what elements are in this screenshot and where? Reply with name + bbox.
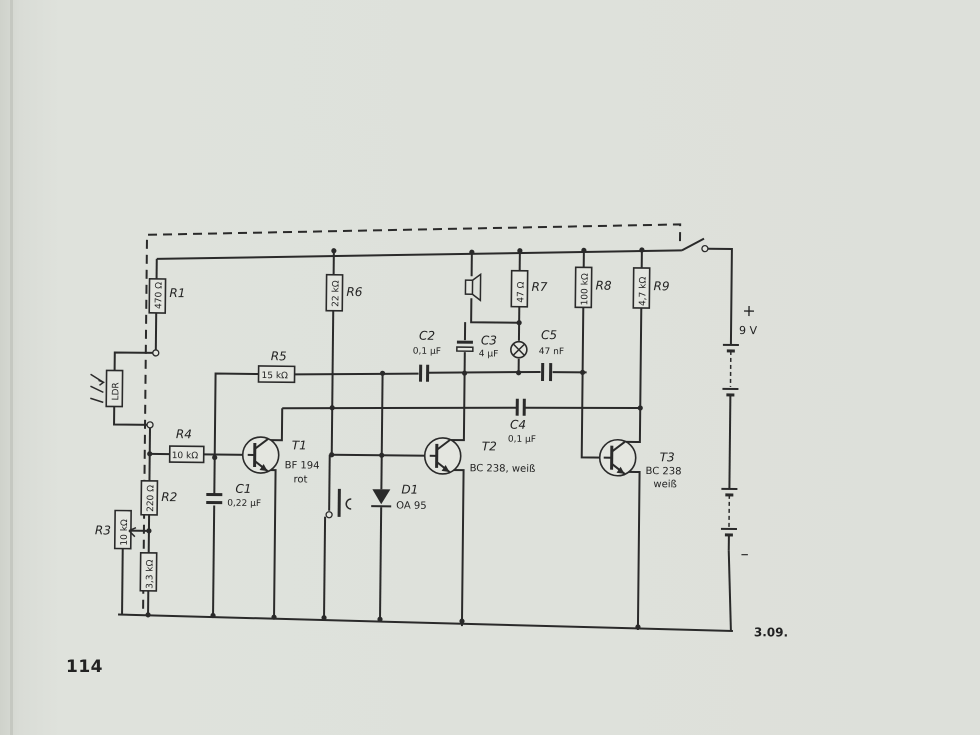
capacitor-C1: C1 0,22 µF bbox=[206, 482, 261, 509]
D1-label: D1 bbox=[401, 482, 418, 496]
transistor-T2: T2 BC 238, weiß bbox=[423, 437, 536, 475]
page-edge bbox=[10, 0, 13, 735]
junction-dots bbox=[145, 245, 709, 630]
R9-value: 4,7 kΩ bbox=[638, 277, 648, 306]
R3-value: 10 kΩ bbox=[120, 519, 130, 546]
R5-label: R5 bbox=[271, 349, 287, 363]
R2-label: R2 bbox=[161, 490, 177, 504]
diode-D1: D1 OA 95 bbox=[371, 482, 427, 512]
touch-contact-icon bbox=[337, 488, 352, 517]
figure-number: 3.09. bbox=[754, 625, 788, 639]
T3-type: BC 238 bbox=[646, 466, 682, 477]
lamp-icon bbox=[510, 340, 528, 359]
T1-label: T1 bbox=[292, 438, 307, 452]
R3-label: R3 bbox=[95, 523, 111, 537]
T2-label: T2 bbox=[482, 439, 497, 453]
R7-value: 47 Ω bbox=[516, 281, 526, 302]
R8-label: R8 bbox=[595, 279, 611, 293]
ldr: LDR bbox=[90, 369, 124, 408]
resistor-R2: 220 Ω R2 bbox=[140, 479, 177, 516]
T1-note: rot bbox=[293, 474, 307, 485]
R9-label: R9 bbox=[653, 279, 669, 293]
transistor-T1: T1 BF 194 rot bbox=[241, 436, 320, 486]
C2-label: C2 bbox=[419, 329, 435, 343]
battery-minus: – bbox=[741, 544, 749, 563]
battery: + 9 V – bbox=[720, 301, 758, 563]
R1-value: 470 Ω bbox=[154, 282, 164, 309]
T1-type: BF 194 bbox=[285, 460, 320, 471]
C5-value: 47 nF bbox=[539, 347, 564, 357]
C2-value: 0,1 µF bbox=[413, 347, 441, 357]
T3-label: T3 bbox=[660, 450, 675, 464]
capacitor-C3: C3 4 µF bbox=[456, 333, 499, 360]
transistor-T3: T3 BC 238 weiß bbox=[598, 438, 682, 490]
R2-value: 220 Ω bbox=[146, 485, 156, 512]
T3-note: weiß bbox=[653, 479, 677, 490]
capacitor-C4: C4 0,1 µF bbox=[508, 398, 536, 445]
C3-label: C3 bbox=[481, 333, 497, 347]
C4-value: 0,1 µF bbox=[508, 435, 536, 445]
page-number: 114 bbox=[66, 657, 103, 677]
R4-value: 10 kΩ bbox=[172, 451, 199, 461]
C4-label: C4 bbox=[510, 418, 526, 432]
R5-value: 15 kΩ bbox=[262, 371, 289, 381]
LDR-value: LDR bbox=[111, 382, 121, 400]
R7-label: R7 bbox=[531, 280, 547, 294]
resistor-R9: 4,7 kΩ R9 bbox=[632, 267, 670, 309]
R4-label: R4 bbox=[176, 427, 192, 441]
resistor-R6: 22 kΩ R6 bbox=[325, 273, 363, 312]
resistor-R7: 47 Ω R7 bbox=[510, 269, 548, 308]
battery-voltage: 9 V bbox=[739, 324, 758, 337]
resistor-R1: 470 Ω R1 bbox=[148, 278, 185, 314]
C5-label: C5 bbox=[541, 328, 557, 342]
wiring bbox=[113, 223, 733, 632]
C1-label: C1 bbox=[235, 482, 251, 496]
C1-value: 0,22 µF bbox=[227, 499, 261, 509]
R3b-value: 3,3 kΩ bbox=[145, 559, 155, 588]
potentiometer-R3: 10 kΩ R3 bbox=[95, 509, 137, 550]
resistor-R4: 10 kΩ R4 bbox=[168, 427, 205, 464]
speaker-icon bbox=[464, 272, 482, 302]
capacitor-C5: C5 47 nF bbox=[539, 328, 564, 382]
D1-value: OA 95 bbox=[396, 500, 427, 511]
C3-value: 4 µF bbox=[479, 349, 499, 359]
resistor-R8: 100 kΩ R8 bbox=[574, 266, 612, 309]
capacitor-C2: C2 0,1 µF bbox=[413, 329, 441, 382]
resistor-R5: 15 kΩ R5 bbox=[257, 349, 296, 384]
T2-type: BC 238, weiß bbox=[470, 463, 536, 475]
battery-plus: + bbox=[742, 301, 756, 320]
R6-value: 22 kΩ bbox=[331, 280, 341, 307]
resistor-R3b: 3,3 kΩ bbox=[139, 551, 158, 592]
R6-label: R6 bbox=[346, 285, 362, 299]
R1-label: R1 bbox=[169, 286, 185, 300]
R8-value: 100 kΩ bbox=[580, 273, 590, 305]
